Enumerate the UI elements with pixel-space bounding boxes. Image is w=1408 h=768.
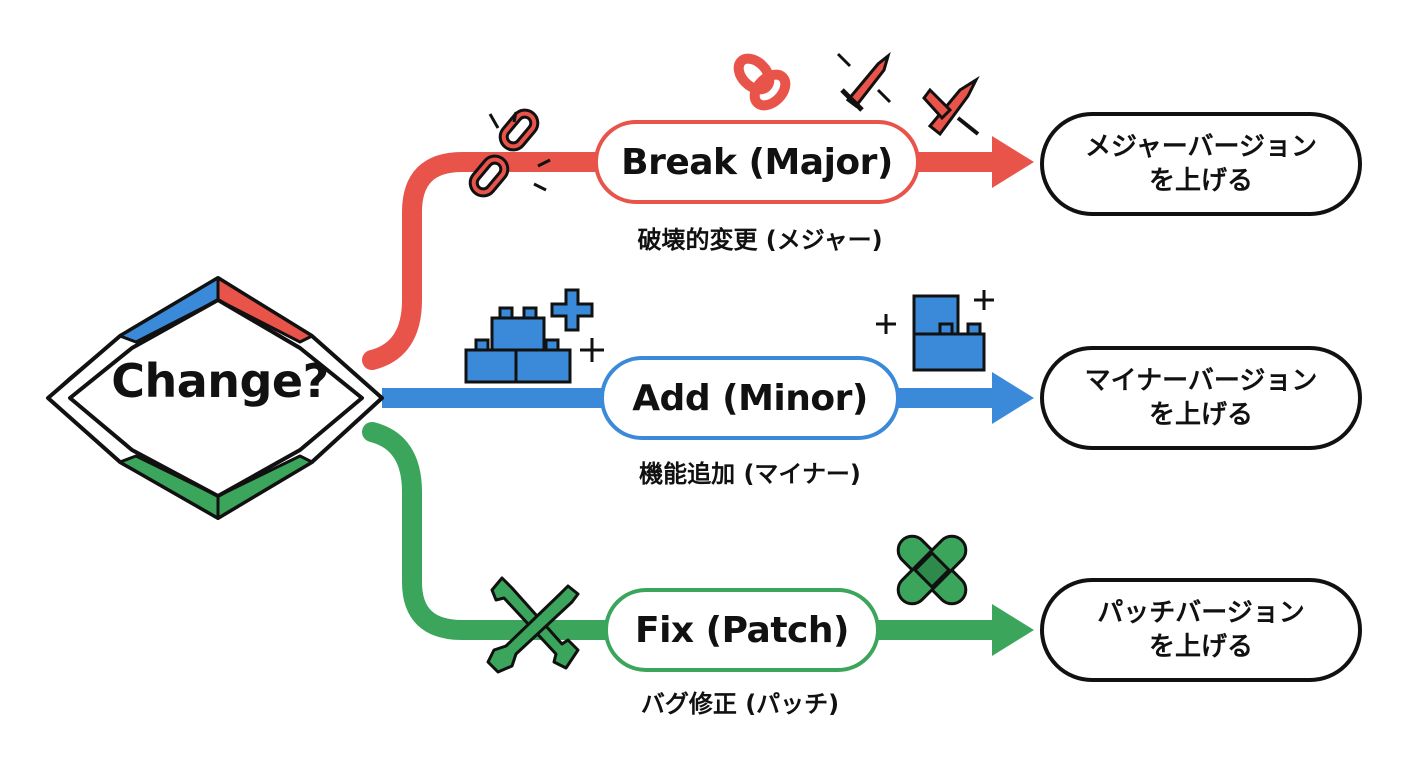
wrench-icon: [486, 576, 580, 674]
plus-icon: [550, 288, 594, 332]
result-major-line2: を上げる: [1148, 166, 1253, 196]
branch-major-caption: 破壊的変更 (メジャー): [637, 226, 883, 254]
plus-icon: [580, 338, 604, 362]
branch-patch-label: Fix (Patch): [604, 588, 880, 672]
connector-major: [362, 152, 1010, 370]
building-blocks-icon: [912, 294, 986, 372]
result-patch-line2: を上げる: [1148, 632, 1253, 662]
arrowhead-patch: [992, 604, 1034, 656]
decision-node: [46, 276, 384, 520]
arrowhead-major: [992, 136, 1034, 188]
connector-patch: [362, 422, 1010, 640]
building-blocks-icon: [464, 306, 572, 384]
branch-major-label: Break (Major): [594, 120, 920, 204]
branch-patch-caption: バグ修正 (パッチ): [640, 690, 840, 718]
decision-label: Change?: [111, 354, 329, 408]
broken-chain-icon: [733, 53, 791, 111]
plus-icon: [876, 314, 896, 334]
arrowhead-minor: [992, 372, 1034, 424]
result-major-line1: メジャーバージョン: [1085, 132, 1317, 162]
broken-sword-icon: [836, 51, 892, 112]
branch-patch-text: Fix (Patch): [635, 609, 849, 651]
plus-icon: [974, 290, 994, 310]
result-patch: パッチバージョン を上げる: [1040, 578, 1362, 682]
bandage-icon: [896, 534, 968, 606]
branch-minor-text: Add (Minor): [632, 377, 868, 419]
result-major: メジャーバージョン を上げる: [1040, 112, 1362, 216]
branch-minor-label: Add (Minor): [600, 356, 900, 440]
result-minor-line2: を上げる: [1148, 400, 1253, 430]
branch-minor-caption: 機能追加 (マイナー): [639, 460, 861, 488]
branch-major-text: Break (Major): [621, 141, 893, 183]
broken-sword-icon: [922, 75, 980, 137]
result-minor: マイナーバージョン を上げる: [1040, 346, 1362, 450]
result-patch-line1: パッチバージョン: [1097, 598, 1305, 628]
result-minor-line1: マイナーバージョン: [1084, 366, 1318, 396]
broken-chain-icon: [468, 108, 551, 198]
